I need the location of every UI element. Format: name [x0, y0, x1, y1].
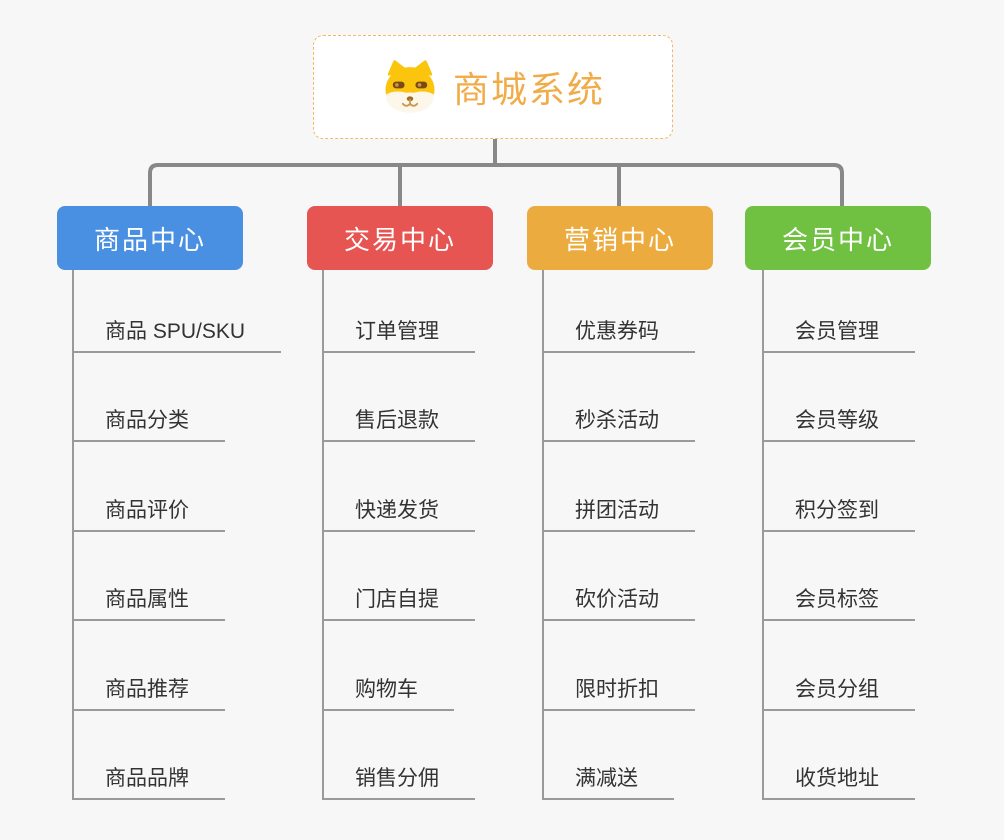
branch-node-member[interactable]: 会员中心: [745, 206, 931, 270]
root-title: 商城系统: [452, 69, 605, 110]
branch-node-trade[interactable]: 交易中心: [307, 206, 493, 270]
leaf-item[interactable]: 秒杀活动: [542, 396, 695, 442]
branch-children-marketing: 优惠券码 秒杀活动 拼团活动 砍价活动 限时折扣 满减送: [542, 270, 695, 800]
leaf-item[interactable]: 售后退款: [322, 396, 475, 442]
leaf-item[interactable]: 门店自提: [322, 575, 475, 621]
leaf-item[interactable]: 砍价活动: [542, 575, 695, 621]
branch-children-product: 商品 SPU/SKU 商品分类 商品评价 商品属性 商品推荐 商品品牌: [72, 270, 282, 800]
leaf-item[interactable]: 购物车: [322, 665, 454, 711]
leaf-item[interactable]: 积分签到: [762, 486, 915, 532]
leaf-item[interactable]: 会员管理: [762, 307, 915, 353]
leaf-item[interactable]: 商品推荐: [72, 665, 225, 711]
shiba-dog-icon: [385, 60, 435, 113]
branch-label-marketing: 营销中心: [563, 224, 676, 255]
branch-label-trade: 交易中心: [343, 224, 456, 255]
leaf-item[interactable]: 销售分佣: [322, 754, 475, 800]
branch-children-member: 会员管理 会员等级 积分签到 会员标签 会员分组 收货地址: [762, 270, 915, 800]
branch-label-product: 商品中心: [93, 224, 206, 255]
branch-children-trade: 订单管理 售后退款 快递发货 门店自提 购物车 销售分佣: [322, 270, 475, 800]
branch-node-marketing[interactable]: 营销中心: [527, 206, 713, 270]
leaf-item[interactable]: 订单管理: [322, 307, 475, 353]
leaf-item[interactable]: 快递发货: [322, 486, 475, 532]
root-node[interactable]: 商城系统: [313, 35, 673, 139]
leaf-item[interactable]: 商品评价: [72, 486, 225, 532]
leaf-item[interactable]: 商品品牌: [72, 754, 225, 800]
leaf-item[interactable]: 限时折扣: [542, 665, 695, 711]
leaf-item[interactable]: 满减送: [542, 754, 674, 800]
leaf-item[interactable]: 拼团活动: [542, 486, 695, 532]
branch-label-member: 会员中心: [781, 224, 894, 255]
leaf-item[interactable]: 收货地址: [762, 754, 915, 800]
leaf-item[interactable]: 商品分类: [72, 396, 225, 442]
leaf-item[interactable]: 优惠券码: [542, 307, 695, 353]
leaf-item[interactable]: 会员标签: [762, 575, 915, 621]
leaf-item[interactable]: 会员分组: [762, 665, 915, 711]
leaf-item[interactable]: 会员等级: [762, 396, 915, 442]
branch-node-product[interactable]: 商品中心: [57, 206, 243, 270]
leaf-item[interactable]: 商品属性: [72, 575, 225, 621]
leaf-item[interactable]: 商品 SPU/SKU: [72, 307, 282, 353]
